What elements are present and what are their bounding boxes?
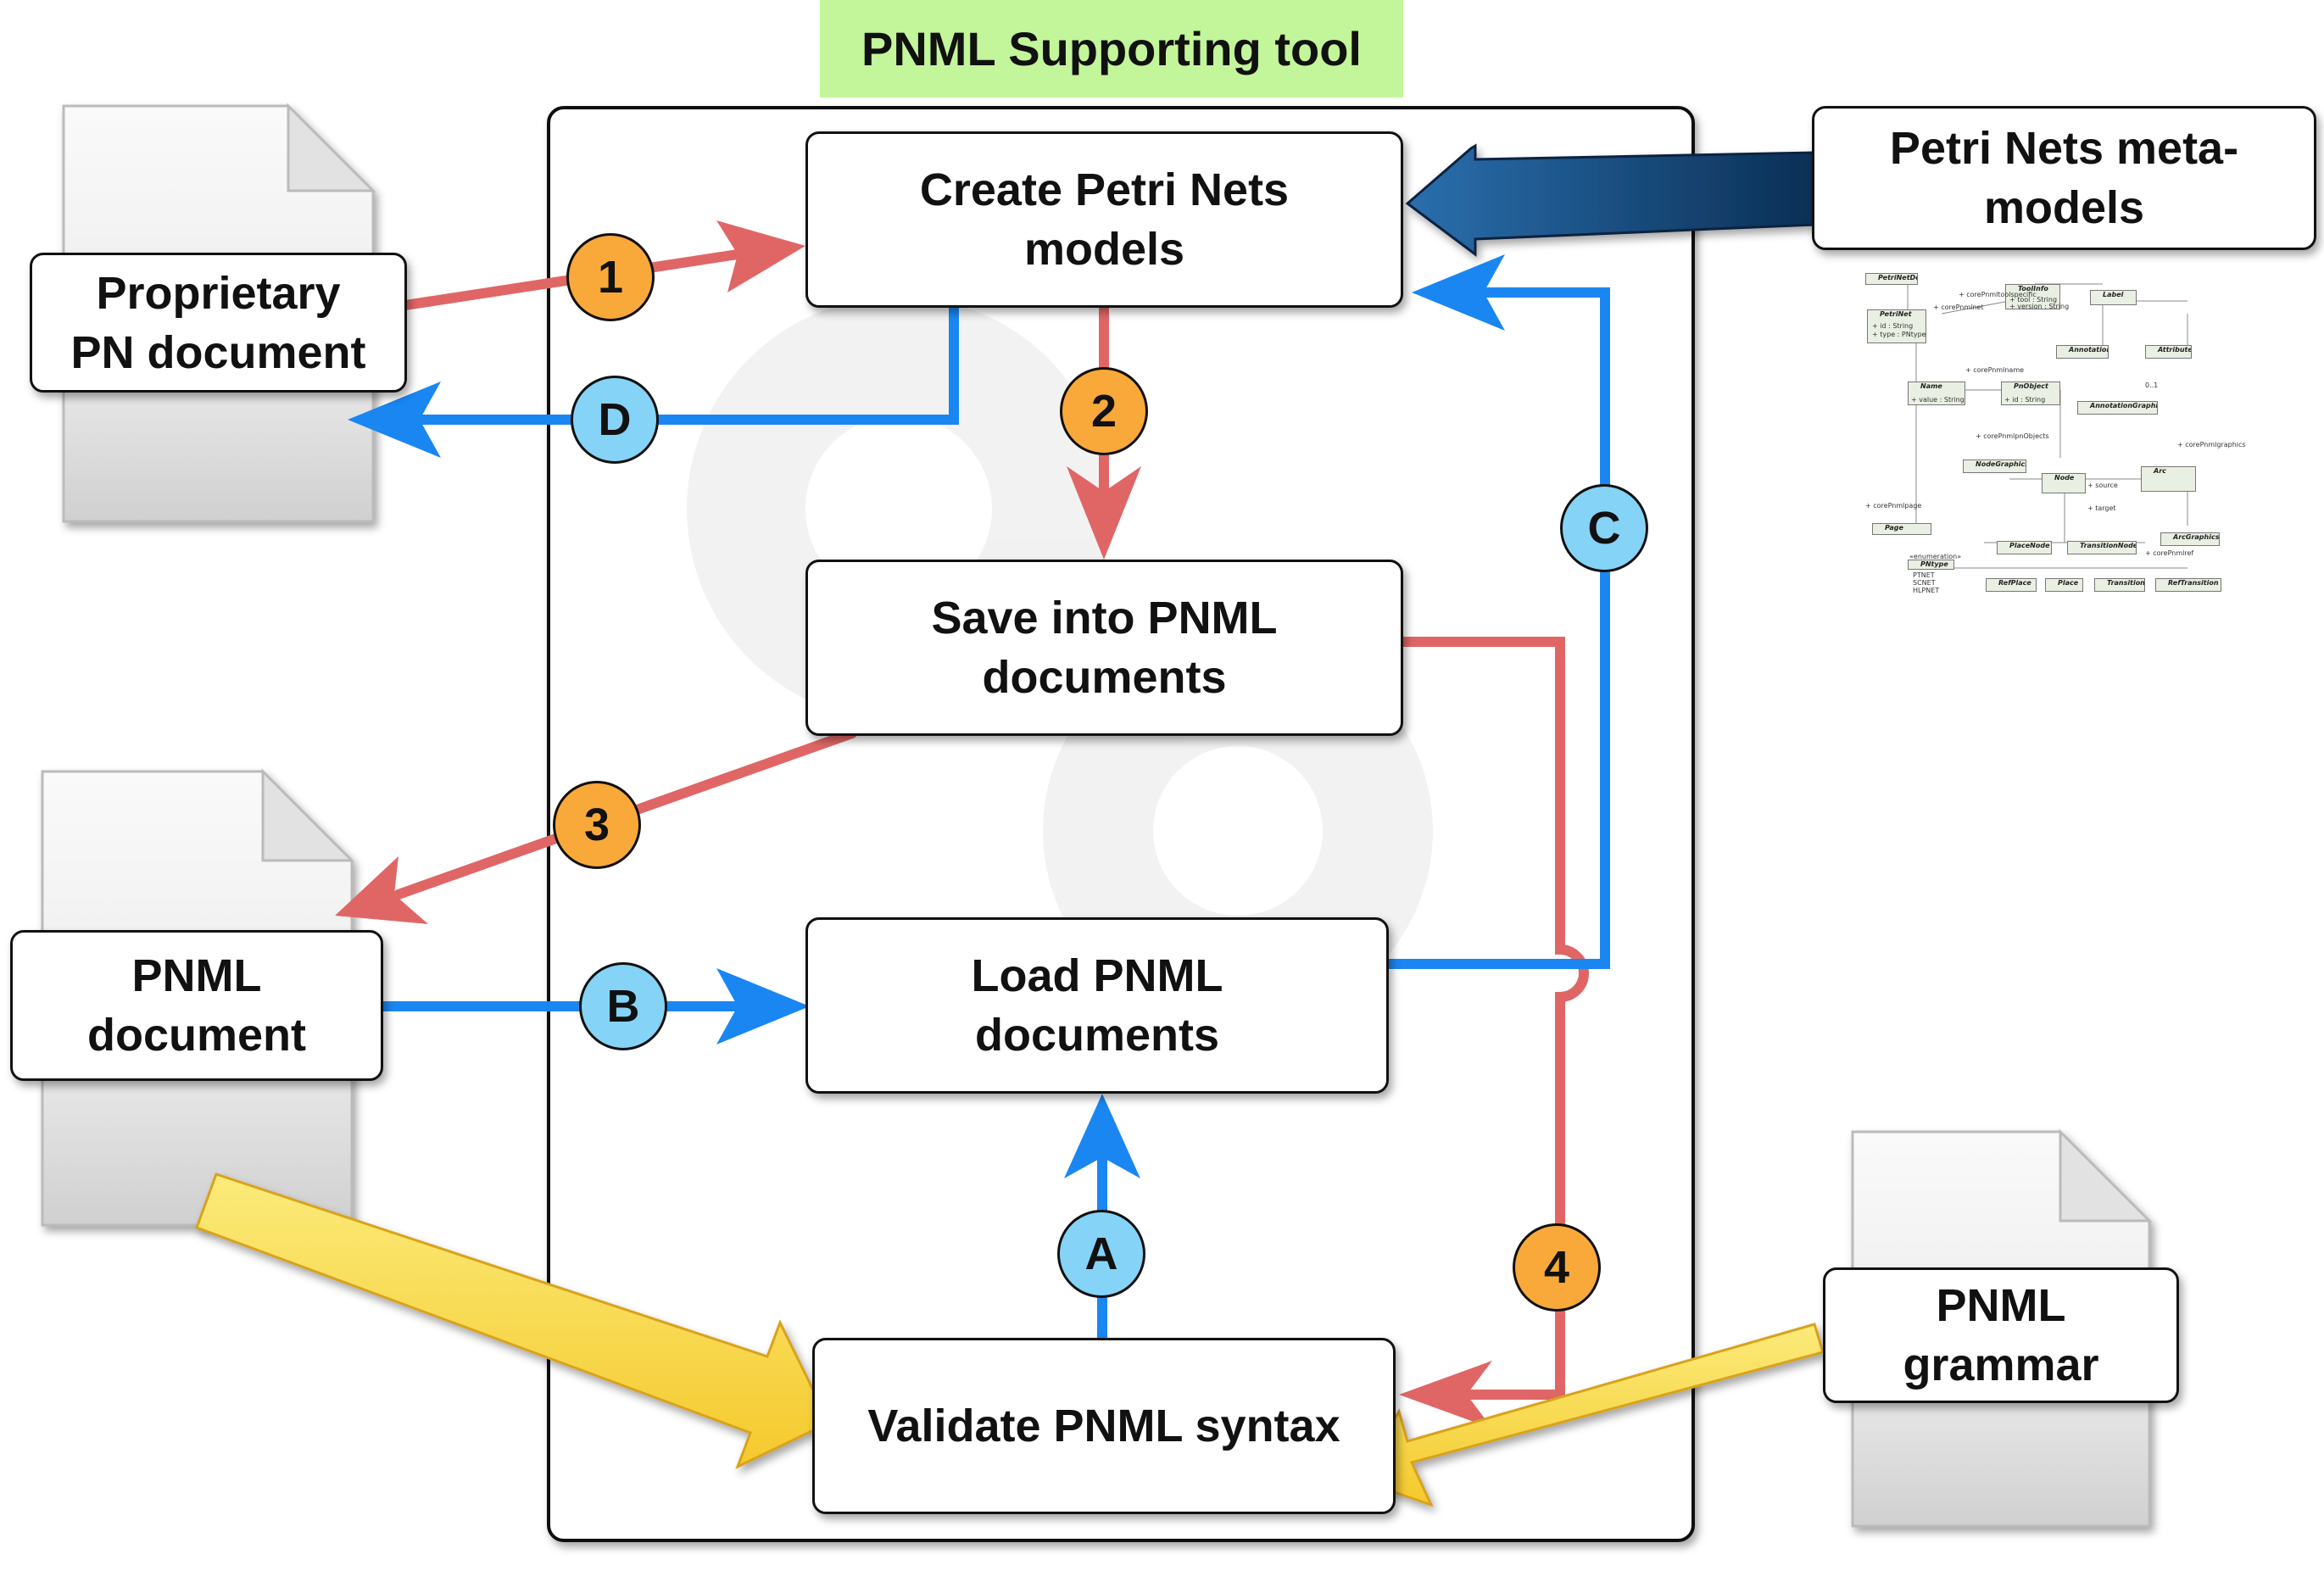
metamodel-class: PNtype: [1908, 560, 1954, 570]
metamodel-label: + source: [2087, 482, 2118, 489]
metamodel-label: + corePnmlref: [2145, 549, 2194, 557]
load-pnml-box: Load PNML documents: [805, 917, 1389, 1094]
metamodel-class: RefTransition: [2155, 578, 2221, 592]
flow-d-badge: D: [571, 376, 659, 464]
proprietary-document-box: Proprietary PN document: [30, 253, 407, 393]
step-2-badge: 2: [1060, 367, 1148, 455]
pnml-document-box: PNML document: [10, 930, 383, 1081]
metamodel-class: PetriNet: [1867, 309, 1926, 343]
metamodel-label: + corePnmlpnObjects: [1976, 432, 2049, 440]
step-4-badge: 4: [1513, 1223, 1601, 1312]
metamodel-label: + id : String: [1872, 322, 1914, 330]
proprietary-document-label: Proprietary PN document: [70, 267, 366, 378]
metamodel-label: SCNET: [1913, 579, 1936, 587]
flow-c-badge: C: [1560, 484, 1648, 572]
metamodel-class: AnnotationGraphics: [2077, 401, 2158, 415]
metamodel-class: ArcGraphics: [2160, 532, 2220, 546]
metamodel-label: + target: [2087, 504, 2116, 512]
metamodel-label: + corePnmlpage: [1865, 502, 1922, 510]
metamodel-class: ToolInfo: [2005, 284, 2060, 309]
save-pnml-box: Save into PNML documents: [805, 560, 1403, 736]
create-models-box: Create Petri Nets models: [805, 131, 1403, 308]
metamodel-class: RefPlace: [1986, 578, 2037, 592]
metamodel-class: Arc: [2141, 466, 2196, 492]
red-arrowheads: [335, 220, 1492, 1429]
metamodel-label: + tool : String: [2009, 296, 2058, 304]
metamodel-label: PTNET: [1913, 571, 1935, 579]
load-pnml-label: Load PNML documents: [971, 950, 1223, 1061]
metamodel-class: PetriNetDoc: [1865, 273, 1918, 285]
metamodel-label: «enumeration»: [1909, 553, 1962, 560]
metamodel-class: Annotation: [2056, 345, 2109, 359]
metamodel-class: Label: [2090, 290, 2137, 305]
save-pnml-label: Save into PNML documents: [931, 593, 1278, 703]
metamodel-label: + version : String: [2009, 303, 2070, 310]
flow-a-badge: A: [1057, 1210, 1145, 1298]
metamodel-class: PlaceNode: [1997, 541, 2052, 554]
metamodel-class: NodeGraphics: [1963, 460, 2026, 473]
metamodel-class: Attribute: [2145, 345, 2192, 359]
metamodel-class: Name: [1908, 382, 1965, 405]
metamodel-label: HLPNET: [1913, 587, 1940, 594]
metamodel-class: TransitionNode: [2067, 541, 2137, 554]
page-title: PNML Supporting tool: [820, 0, 1403, 97]
metamodels-box: Petri Nets meta- models: [1812, 106, 2316, 250]
metamodel-label: + value : String: [1911, 396, 1965, 404]
yellow-arrow: [195, 1172, 832, 1469]
pnml-document-label: PNML document: [86, 950, 306, 1061]
metamodel-label: + corePnmlgraphics: [2177, 441, 2246, 448]
metamodel-class: Transition: [2094, 578, 2145, 592]
metamodel-class: PnObject: [2001, 382, 2060, 405]
metamodels-label: Petri Nets meta- models: [1889, 123, 2239, 233]
blue-arrowheads: [348, 254, 1505, 1178]
metamodel-class: Place: [2045, 578, 2083, 592]
metamodel-label: 0..1: [2145, 382, 2159, 389]
step-3-badge: 3: [553, 781, 641, 869]
metamodel-label: + corePnmlname: [1965, 366, 2025, 374]
metamodel-label: + type : PNtype: [1872, 331, 1926, 338]
pnml-grammar-box: PNML grammar: [1823, 1267, 2179, 1403]
step-1-badge: 1: [566, 233, 655, 321]
metamodel-label: + corePnmltoolspecific: [1959, 291, 2037, 298]
metamodel-label: + id : String: [2004, 396, 2046, 404]
metamodel-arrow: [1405, 143, 1816, 257]
create-models-label: Create Petri Nets models: [919, 164, 1290, 275]
metamodel-label: + corePnmlnet: [1933, 304, 1984, 311]
validate-syntax-box: Validate PNML syntax: [812, 1338, 1396, 1514]
metamodel-links: [1907, 283, 2188, 569]
metamodel-class-diagram: PetriNetDoc PetriNet ToolInfo Label Anno…: [1865, 263, 2255, 606]
metamodel-class: Node: [2042, 473, 2086, 493]
pnml-grammar-label: PNML grammar: [1903, 1280, 2099, 1390]
metamodel-class: Page: [1872, 523, 1931, 535]
flow-b-badge: B: [579, 962, 667, 1050]
validate-syntax-label: Validate PNML syntax: [867, 1401, 1340, 1451]
